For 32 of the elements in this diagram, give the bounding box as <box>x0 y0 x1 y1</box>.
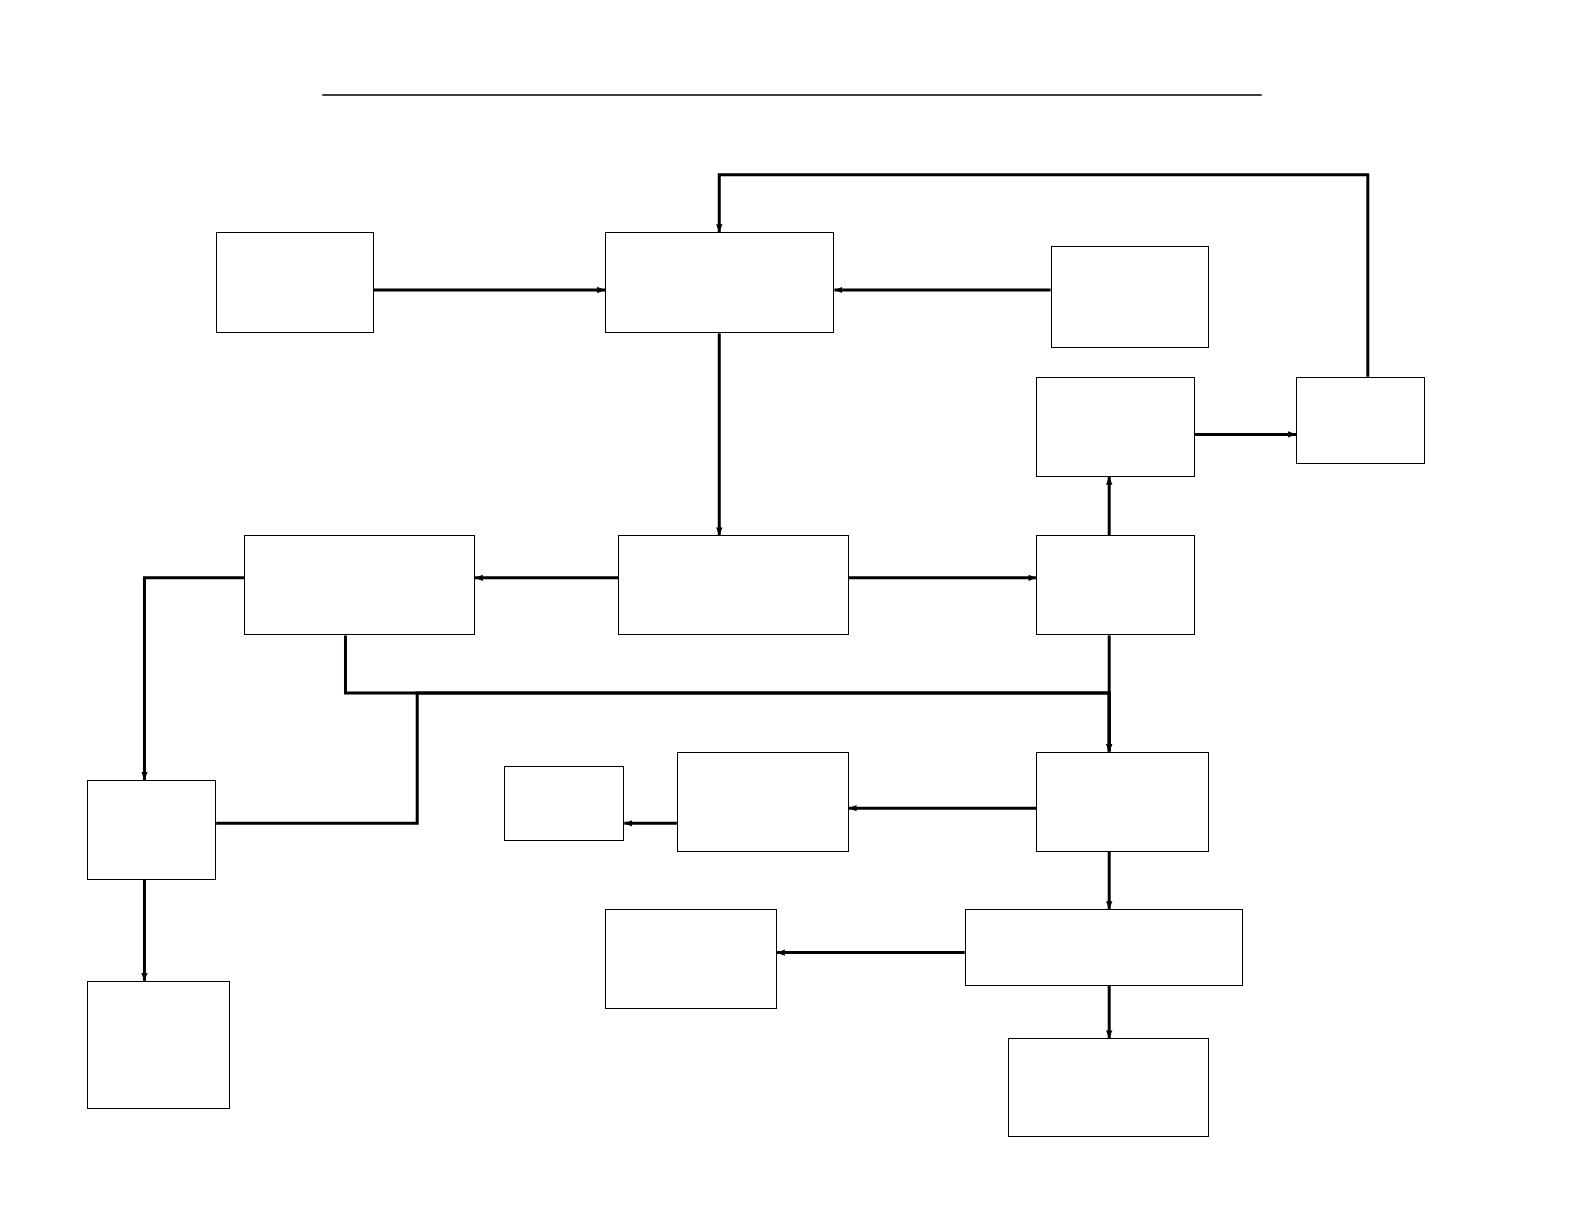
process-box <box>605 232 835 334</box>
process-box <box>504 765 625 842</box>
arrow <box>1106 851 1113 910</box>
process-box <box>1008 1038 1210 1138</box>
arrow <box>141 879 148 981</box>
arrow <box>848 574 1037 582</box>
arrow <box>1106 476 1113 536</box>
arrow <box>373 286 606 294</box>
arrow <box>624 820 677 827</box>
arrow <box>474 574 619 582</box>
arrow <box>716 333 723 536</box>
arrow <box>776 949 965 956</box>
arrow <box>848 804 1037 812</box>
arrow <box>716 173 1370 377</box>
arrow <box>141 576 245 780</box>
process-box <box>964 909 1243 986</box>
arrow <box>834 286 1051 294</box>
process-box <box>676 751 849 852</box>
process-box <box>86 779 217 880</box>
process-box <box>1036 751 1210 852</box>
process-box <box>244 535 475 636</box>
process-box <box>605 909 777 1010</box>
process-box <box>1036 376 1196 477</box>
process-box <box>216 232 374 334</box>
process-box <box>618 535 849 636</box>
process-box <box>1050 246 1210 348</box>
arrow <box>1195 431 1297 438</box>
process-box <box>1036 535 1196 636</box>
arrow <box>1106 985 1113 1039</box>
process-box <box>86 980 231 1110</box>
process-box <box>1296 376 1426 464</box>
arrow <box>1106 635 1113 752</box>
